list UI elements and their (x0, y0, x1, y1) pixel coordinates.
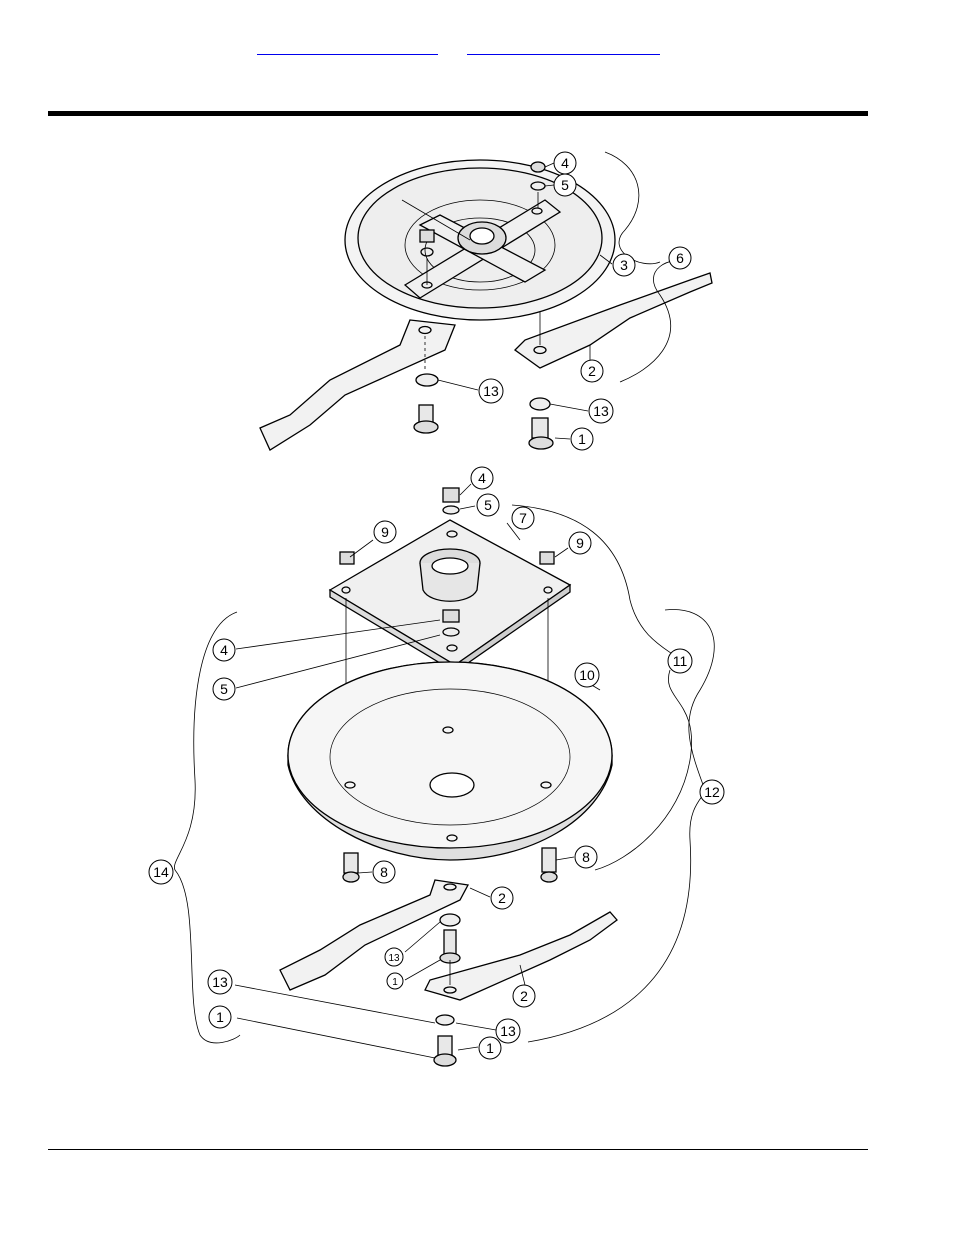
top-disc-assembly (344, 159, 616, 321)
callout-2: 2 (588, 363, 596, 379)
callout-13: 13 (388, 953, 400, 964)
nav-link-1[interactable] (257, 38, 438, 55)
nav-link-2[interactable] (467, 38, 660, 55)
callout-2: 2 (520, 988, 528, 1004)
callout-14: 14 (153, 864, 169, 880)
left-blade-bottom (279, 879, 470, 991)
callout-5: 5 (220, 681, 228, 697)
footer-rule (48, 1149, 868, 1150)
callout-3: 3 (620, 257, 628, 273)
callout-4: 4 (220, 642, 228, 658)
callout-8: 8 (380, 864, 388, 880)
callout-7: 7 (519, 510, 527, 526)
callout-8: 8 (582, 849, 590, 865)
callout-5: 5 (484, 497, 492, 513)
right-blade-bottom (424, 911, 618, 1001)
callout-13: 13 (593, 403, 609, 419)
header-rule (48, 111, 868, 116)
callout-9: 9 (576, 535, 584, 551)
callout-11: 11 (673, 653, 688, 669)
callout-2: 2 (498, 890, 506, 906)
callout-1: 1 (392, 977, 398, 988)
callout-13: 13 (483, 383, 499, 399)
callout-10: 10 (579, 667, 595, 683)
bottom-bearing-plate (328, 487, 572, 674)
callout-1: 1 (216, 1009, 224, 1025)
callout-12: 12 (704, 784, 720, 800)
callout-5: 5 (561, 177, 569, 193)
right-blade-top (513, 272, 713, 450)
callout-1: 1 (486, 1040, 494, 1056)
callout-1: 1 (578, 431, 586, 447)
left-blade-top (259, 319, 456, 451)
callout-13: 13 (212, 974, 228, 990)
callout-4: 4 (561, 155, 569, 171)
callout-13: 13 (500, 1023, 516, 1039)
callout-9: 9 (381, 524, 389, 540)
callout-4: 4 (478, 470, 486, 486)
callout-6: 6 (676, 250, 684, 266)
bottom-disc (287, 661, 613, 861)
